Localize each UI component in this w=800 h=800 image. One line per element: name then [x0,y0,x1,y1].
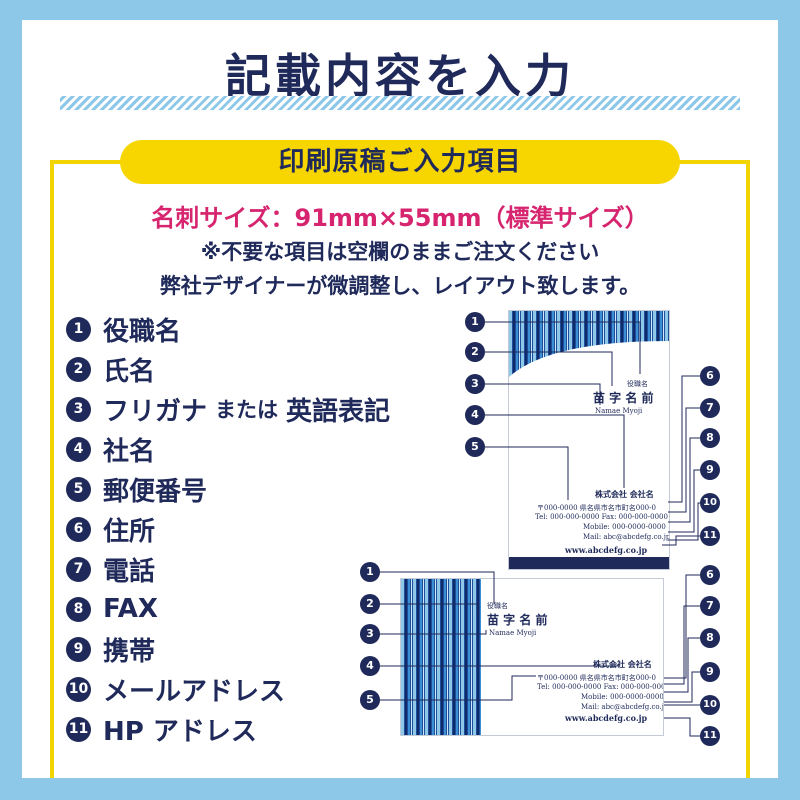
callout-badge: 1 [465,312,485,332]
card-url: www.abcdefg.co.jp [565,545,648,555]
item-label: メールアドレス [103,676,286,707]
item-label: 携帯 [103,636,156,667]
list-item: 9 携帯 [66,632,156,667]
callout-badge: 5 [465,437,485,457]
size-line: 名刺サイズ：91mm×55mm（標準サイズ） [151,204,649,232]
callout-badge: 6 [700,565,720,585]
item-label: 役職名 [103,316,182,347]
card-tel-fax: Tel: 000-000-0000 Fax: 000-000-0000 [535,513,668,521]
list-item: 1 役職名 [66,312,182,347]
item-label: 社名 [103,436,156,467]
callout-badge: 9 [700,460,720,480]
item-label: FAX [103,594,158,624]
item-label-connector: または [215,398,279,422]
callout-badge: 7 [700,398,720,418]
item-label: 郵便番号 [103,476,208,507]
item-label-alt: 英語表記 [286,396,391,427]
card-company: 株式会社 会社名 [595,489,654,499]
section-title: 印刷原稿ご入力項目 [120,140,680,184]
card-mobile: Mobile: 000-0000-0000 [583,523,666,531]
callout-badge: 3 [465,374,485,394]
callout-badge: 9 [700,662,720,682]
callout-badge: 4 [360,656,380,676]
callout-badge: 2 [465,342,485,362]
callout-badge: 2 [360,594,380,614]
number-badge: 11 [66,716,91,742]
horizontal-card-stripes [401,579,481,735]
card-mail: Mail: abc@abcdefg.co.jp [581,703,664,711]
number-badge: 4 [66,436,91,462]
number-badge: 8 [66,596,91,622]
callout-badge: 6 [700,366,720,386]
horizontal-card-sample: 役職名 苗 字 名 前 Namae Myoji 株式会社 会社名 〒000-00… [400,578,664,736]
item-label: HP アドレス [103,716,257,747]
callout-badge: 3 [360,624,380,644]
card-address: 〒000-0000 県名県市名市町名000-0 [537,504,656,512]
number-badge: 5 [66,476,91,502]
number-badge: 6 [66,516,91,542]
card-mail: Mail: abc@abcdefg.co.jp [583,533,670,541]
callout-badge: 1 [360,562,380,582]
list-item: 7 電話 [66,552,156,587]
list-item: 11 HP アドレス [66,712,257,747]
callout-badge: 11 [700,526,720,546]
item-label: 住所 [103,516,156,547]
callout-badge: 4 [465,405,485,425]
number-badge: 3 [66,396,91,422]
card-address: 〒000-0000 県名県市名市町名000-0 [537,674,656,682]
item-label: 電話 [103,556,156,587]
card-romaji: Namae Myoji [595,407,643,415]
number-badge: 7 [66,556,91,582]
page-title: 記載内容を入力 [225,49,575,103]
item-label: 氏名 [103,356,156,387]
note-line-1: ※不要な項目は空欄のままご注文ください [200,240,600,264]
callout-badge: 7 [700,596,720,616]
note-line-2: 弊社デザイナーが微調整し、レイアウト致します。 [159,274,641,298]
title-stripes [60,96,740,110]
number-badge: 1 [66,316,91,342]
number-badge: 2 [66,356,91,382]
vertical-card-sample: 役職名 苗 字 名 前 Namae Myoji 株式会社 会社名 〒000-00… [508,310,670,570]
card-company: 株式会社 会社名 [593,659,652,669]
list-item: 6 住所 [66,512,156,547]
callout-badge: 5 [360,690,380,710]
number-badge: 9 [66,636,91,662]
list-item: 5 郵便番号 [66,472,208,507]
callout-badge: 10 [700,493,720,513]
callout-badge: 8 [700,428,720,448]
card-job-title: 役職名 [487,602,508,610]
card-name: 苗 字 名 前 [487,613,548,627]
list-item: 3 フリガナ または 英語表記 [66,392,391,427]
card-mobile: Mobile: 000-0000-0000 [581,693,664,701]
card-name: 苗 字 名 前 [593,391,654,405]
number-badge: 10 [66,676,91,702]
card-url: www.abcdefg.co.jp [565,713,648,723]
list-item: 10 メールアドレス [66,672,286,707]
list-item: 4 社名 [66,432,156,467]
card-tel-fax: Tel: 000-000-0000 Fax: 000-000-0000 [537,683,664,691]
list-item: 8 FAX [66,592,158,626]
callout-badge: 11 [700,726,720,746]
card-romaji: Namae Myoji [489,629,537,637]
callout-badge: 10 [700,695,720,715]
callout-badge: 8 [700,628,720,648]
item-label: フリガナ [103,396,208,427]
card-job-title: 役職名 [627,380,648,388]
list-item: 2 氏名 [66,352,156,387]
